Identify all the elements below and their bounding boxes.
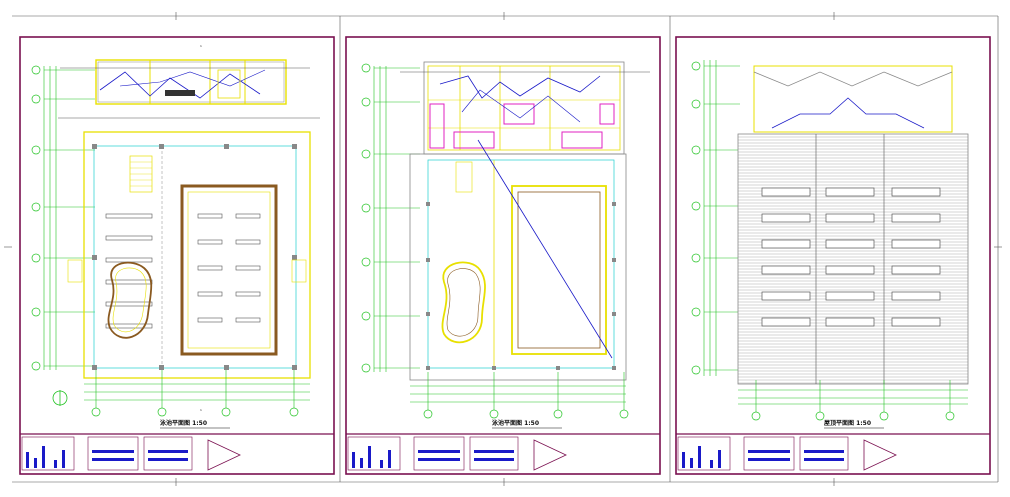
skylights (761, 187, 941, 327)
bottom-dimension-chain (84, 370, 310, 410)
axis-bubbles-left (361, 63, 371, 373)
title-block (21, 436, 241, 471)
sheet-border (19, 36, 335, 475)
outer-frame (4, 12, 1002, 486)
left-dimension-chain (373, 66, 420, 372)
roof-ridge-area (753, 65, 953, 133)
changing-rooms (400, 61, 650, 155)
left-dimension-chain (43, 66, 95, 370)
lap-pool (180, 184, 278, 356)
sheet-border (675, 36, 991, 475)
section-marker-bottom: 1 (200, 408, 202, 412)
bottom-dimension-chain (410, 372, 626, 412)
roof-plan (737, 133, 969, 385)
sheet-title: 泳池平面图 1:50 (160, 419, 207, 427)
left-dimension-chain (703, 60, 740, 376)
sheet-title: 泳池平面图 1:50 (492, 419, 539, 427)
kidney-pool (441, 261, 486, 344)
pool-hall (409, 139, 627, 381)
north-arrow (52, 390, 68, 406)
sheet-2: 泳池平面图 1:50 (345, 36, 661, 475)
top-service-rooms (60, 59, 310, 105)
sheet-title: 屋顶平面图 1:50 (824, 419, 871, 427)
axis-bubbles-left (31, 65, 41, 371)
axis-bubbles-left (691, 61, 701, 375)
kidney-pool (107, 261, 153, 339)
lap-pool (511, 185, 607, 355)
title-block (347, 436, 567, 471)
axis-bubbles-bottom (423, 409, 629, 419)
sheet-3: 屋顶平面图 1:50 (675, 36, 991, 475)
axis-bubbles-bottom (751, 411, 955, 421)
bottom-dimension-chain (738, 380, 968, 414)
sheet-border (345, 36, 661, 475)
main-hall (58, 117, 320, 379)
axis-bubbles-bottom (91, 407, 299, 417)
title-block (677, 436, 897, 471)
sheet-1: 1 1 泳池平面图 1:50 (19, 36, 335, 475)
section-marker-top: 1 (200, 44, 202, 48)
